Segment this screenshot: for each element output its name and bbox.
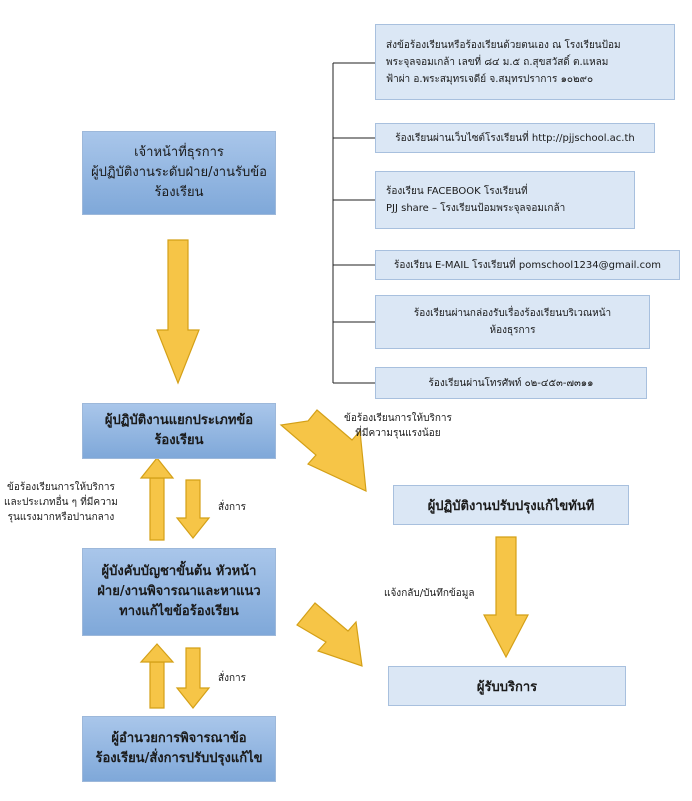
channel-website: ร้องเรียนผ่านเว็บไซต์โรงเรียนที่ http://…	[375, 123, 655, 153]
arrow-up-2-head	[139, 643, 175, 663]
channel-box: ร้องเรียนผ่านกล่องรับเรื่องร้องเรียนบริเ…	[375, 295, 650, 349]
arrow-diagonal-1	[279, 409, 367, 492]
channel-email: ร้องเรียน E-MAIL โรงเรียนที่ pomschool12…	[375, 250, 680, 280]
recipient-box: ผู้รับบริการ	[388, 666, 626, 706]
arrow-up-1-head	[139, 457, 175, 479]
label-order-2: สั่งการ	[218, 673, 247, 684]
label-major: ข้อร้องเรียนการให้บริการ และประเภทอื่น ๆ…	[4, 482, 118, 523]
arrow-down-right	[483, 536, 529, 659]
label-order-1: สั่งการ	[218, 502, 247, 513]
arrow-down-2	[175, 647, 211, 709]
classify-box: ผู้ปฏิบัติงานแยกประเภทข้อ ร้องเรียน	[82, 403, 276, 459]
fix-now-box: ผู้ปฏิบัติงานปรับปรุงแก้ไขทันที	[393, 485, 629, 525]
arrow-diagonal-2	[296, 602, 363, 667]
staff-box: เจ้าหน้าที่ธุรการ ผู้ปฏิบัติงานระดับฝ่าย…	[82, 131, 276, 215]
label-minor: ข้อร้องเรียนการให้บริการ ที่มีความรุนแรง…	[344, 413, 452, 439]
arrow-down-1	[175, 479, 211, 539]
channel-phone: ร้องเรียนผ่านโทรศัพท์ ๐๒-๔๕๓-๗๓๑๑	[375, 367, 647, 399]
channel-bracket	[332, 62, 375, 384]
director-box: ผู้อำนวยการพิจารณาข้อ ร้องเรียน/สั่งการป…	[82, 716, 276, 782]
label-notify: แจ้งกลับ/บันทึกข้อมูล	[384, 588, 475, 599]
channel-in-person: ส่งข้อร้องเรียนหรือร้องเรียนด้วยตนเอง ณ …	[375, 24, 675, 100]
arrow-up-1	[149, 477, 165, 541]
arrow-up-2	[149, 661, 165, 709]
arrow-down-big	[156, 239, 200, 385]
supervisor-box: ผู้บังคับบัญชาขั้นต้น หัวหน้า ฝ่าย/งานพิ…	[82, 548, 276, 636]
channel-facebook: ร้องเรียน FACEBOOK โรงเรียนที่ PJJ share…	[375, 171, 635, 229]
